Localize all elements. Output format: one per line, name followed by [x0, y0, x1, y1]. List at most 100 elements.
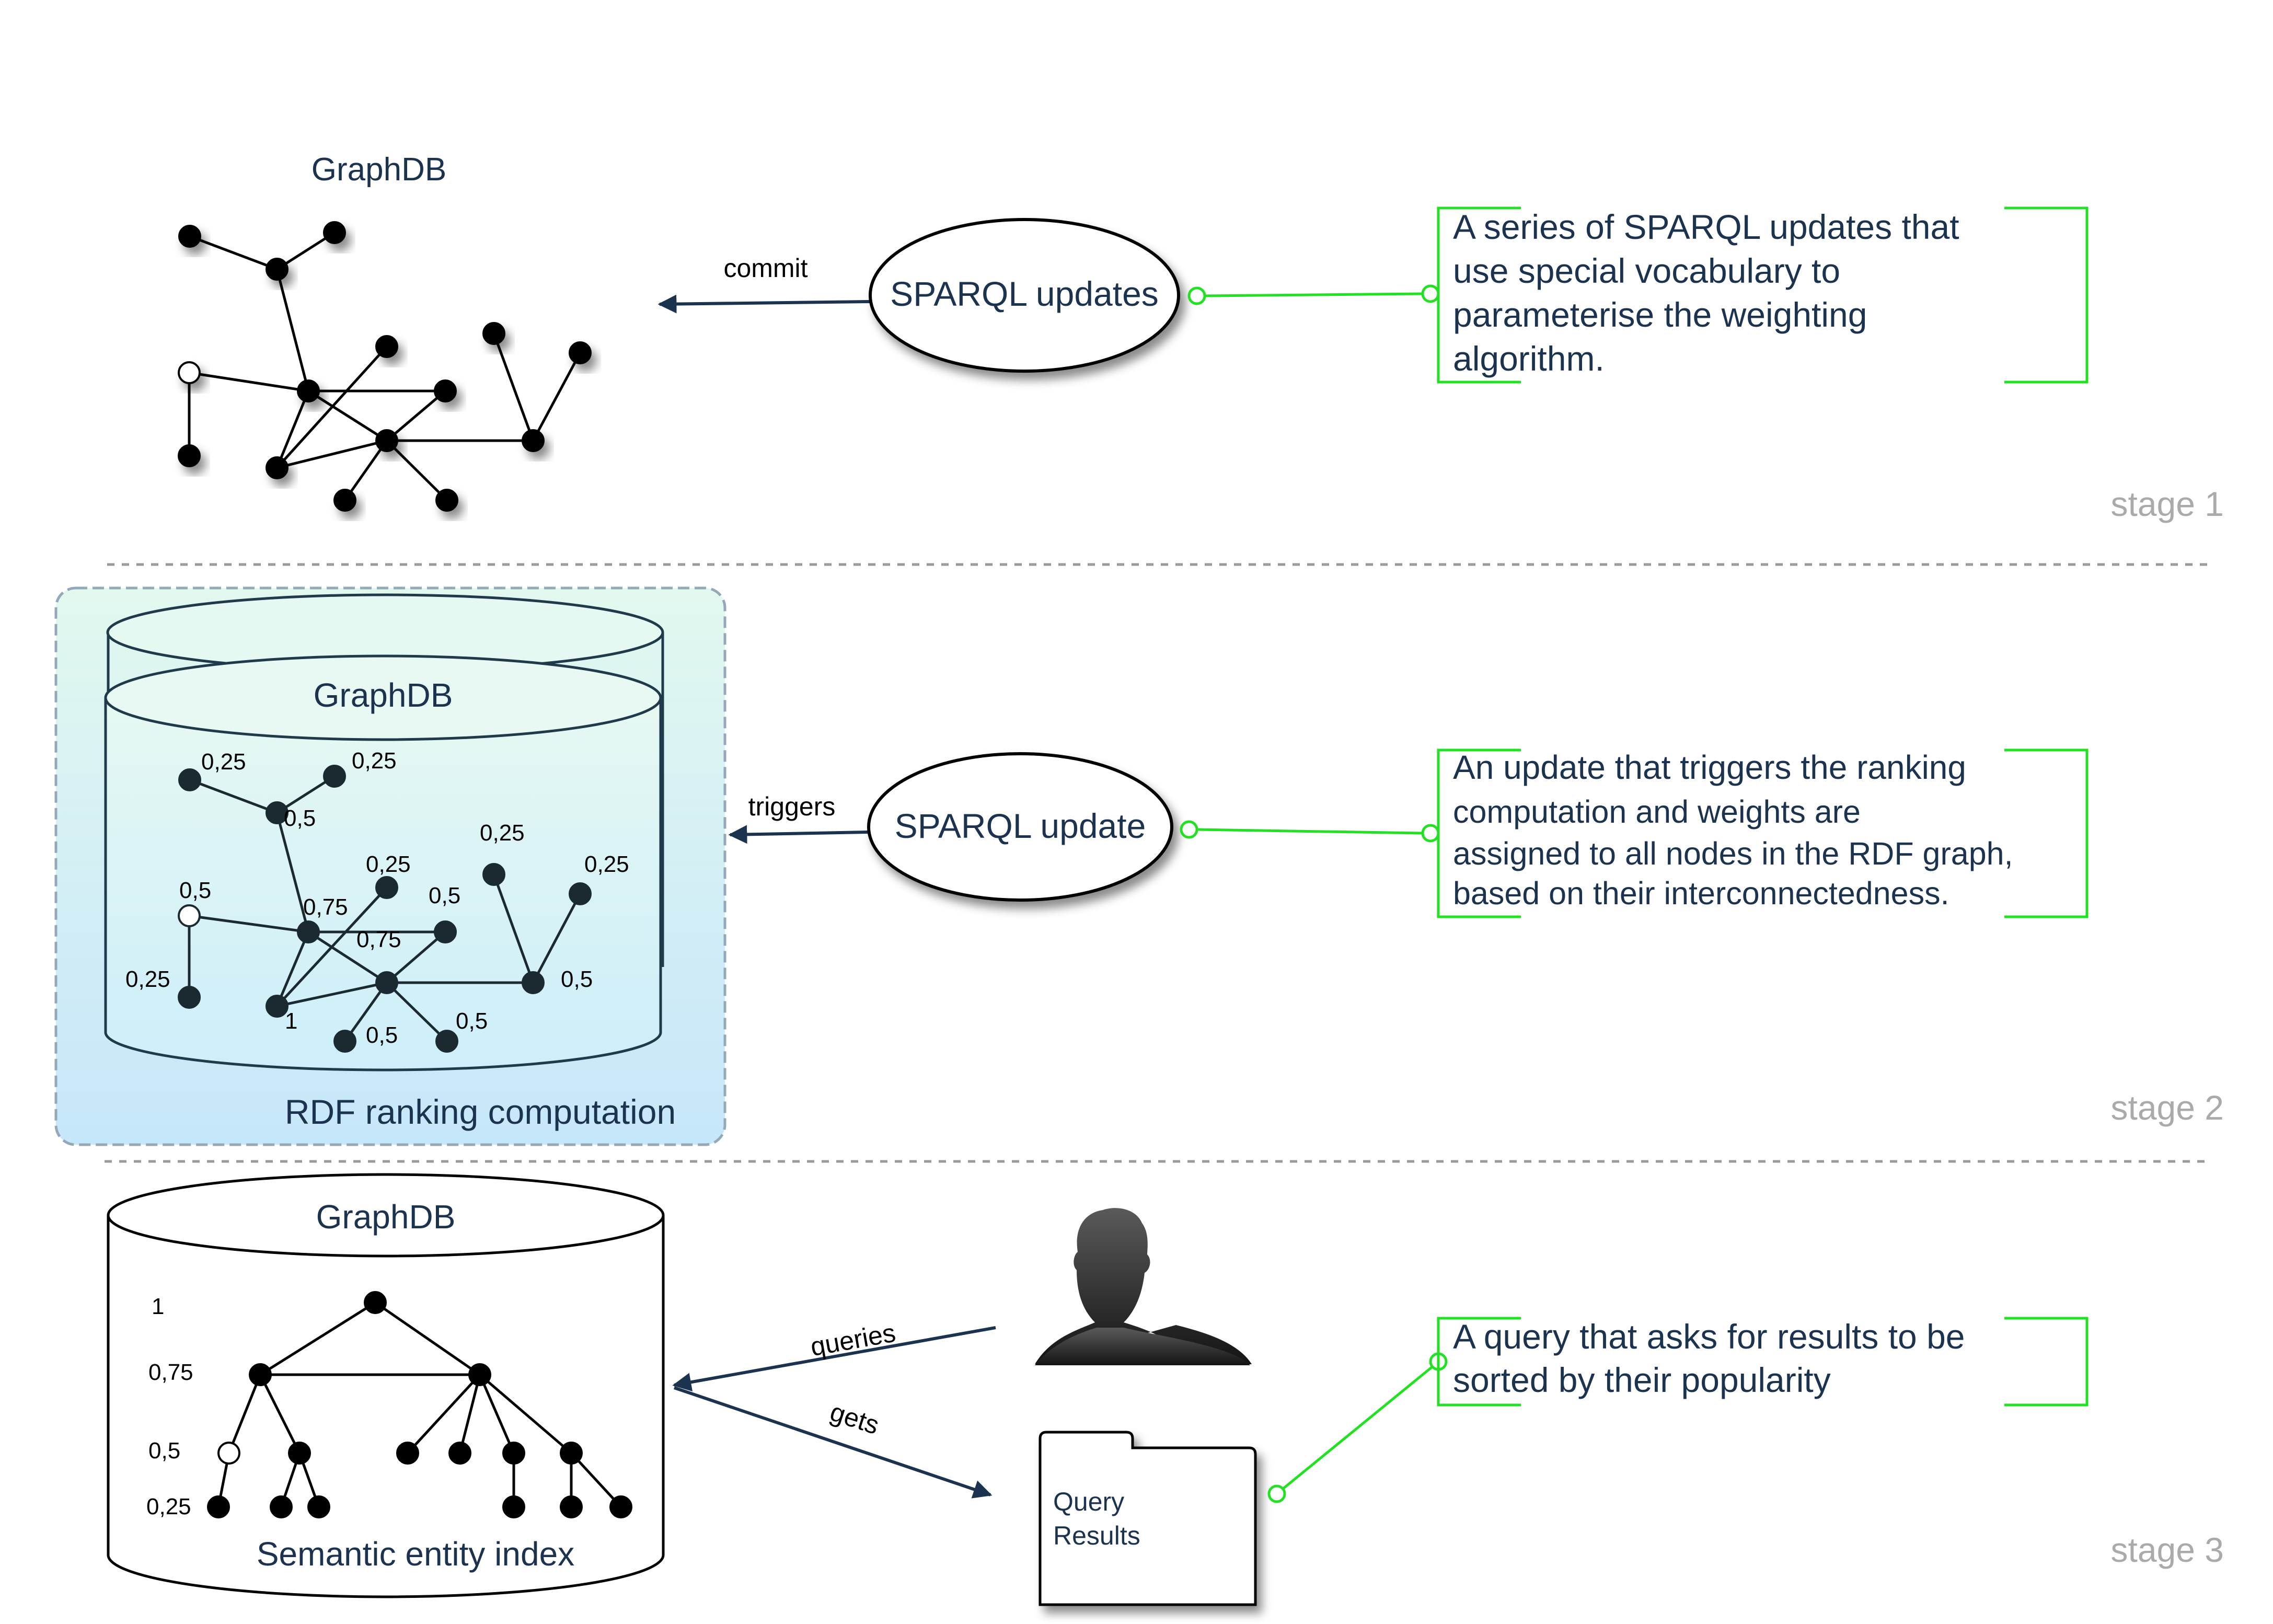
graph-edge: [386, 931, 446, 984]
sparql-update-ellipse[interactable]: [867, 752, 1173, 902]
graph-edge: [276, 439, 387, 469]
node-weight-label: 0,5: [284, 805, 316, 831]
node-weight-label: 0,25: [352, 748, 397, 774]
node-weight-label: 0,25: [201, 749, 246, 775]
stage1-note-line: algorithm.: [1453, 339, 1605, 378]
svg-text:A series of SPARQL updates tha: A series of SPARQL updates that use spec…: [1453, 208, 1969, 378]
node-weight-label: 0,5: [456, 1008, 488, 1034]
stage1-connector: [1187, 284, 1440, 305]
stage1-note-line: use special vocabulary to: [1453, 251, 1840, 290]
graph-edge: [276, 981, 387, 1008]
graph-node: [178, 225, 201, 248]
commit-label: commit: [723, 254, 807, 283]
tree-edge: [479, 1374, 572, 1454]
node-weight-label: 0,75: [303, 894, 348, 920]
svg-text:A query that asks for results: A query that asks for results to be sort…: [1453, 1317, 1975, 1399]
triggers-label: triggers: [748, 792, 836, 821]
tree-node: [468, 1363, 491, 1386]
tree-node: [307, 1495, 330, 1518]
graph-node: [297, 379, 320, 402]
stage1-note-line: A series of SPARQL updates that: [1453, 208, 1959, 246]
tree-node: [270, 1495, 293, 1518]
tree-node: [207, 1495, 230, 1518]
stage1-note-line: parameterise the weighting: [1453, 295, 1867, 334]
graph-node: [333, 1030, 356, 1053]
graph-node: [482, 863, 505, 886]
tree-edge: [374, 1301, 481, 1376]
stage3-note-line: sorted by their popularity: [1453, 1361, 1831, 1399]
tree-node: [288, 1442, 311, 1465]
sparql-update-label: SPARQL update: [895, 807, 1146, 845]
graph-edge: [492, 874, 535, 983]
graph-node: [266, 258, 289, 281]
stage3-section: GraphDB 1 0,75 0,5 0,25 Semantic entity …: [107, 1173, 2224, 1606]
tree-edge: [458, 1374, 481, 1454]
sparql-updates-ellipse[interactable]: [869, 218, 1180, 373]
graph-edge: [189, 371, 309, 393]
graph-edge: [189, 914, 309, 934]
tree-node: [502, 1442, 525, 1465]
folder-icon[interactable]: Query Results: [1039, 1431, 1257, 1606]
queries-arrow: [672, 1326, 996, 1392]
node-weight-label: 0,5: [561, 966, 593, 992]
stage2-note-line: assigned to all nodes in the RDF graph,: [1453, 836, 2013, 871]
graph-node: [375, 429, 398, 452]
graph-edge: [307, 389, 388, 442]
stage1-graph-title: GraphDB: [311, 152, 446, 188]
svg-text:Query Results: Query Results: [1053, 1487, 1140, 1550]
graph-node: [434, 920, 457, 943]
graph-edge: [386, 390, 446, 442]
stage3-db-caption: Semantic entity index: [257, 1535, 574, 1573]
graph-node: [178, 444, 201, 467]
graph-edge: [307, 930, 388, 984]
gets-label: gets: [827, 1397, 883, 1440]
node-weight-label: 0,25: [584, 851, 629, 877]
stage2-connector: [1180, 820, 1440, 843]
tree-node: [217, 1442, 240, 1465]
commit-arrow: [657, 294, 871, 314]
level-label: 0,75: [148, 1360, 193, 1385]
node-weight-label: 0,5: [179, 878, 211, 903]
graph-node: [522, 971, 545, 994]
graph-edge: [492, 333, 535, 441]
queries-label: queries: [808, 1318, 897, 1362]
stage1-graph: [178, 221, 592, 512]
graph-node: [375, 876, 398, 899]
tree-edge: [227, 1374, 262, 1454]
stage2-note-line: based on their interconnectedness.: [1453, 876, 1949, 911]
graph-node: [522, 429, 545, 452]
tree-node: [448, 1442, 471, 1465]
graph-edge: [189, 235, 278, 271]
graph-node: [482, 322, 505, 345]
node-weight-label: 0,25: [125, 966, 170, 992]
node-weight-label: 0,5: [366, 1022, 398, 1048]
stage3-database-cylinder: [107, 1173, 665, 1598]
graph-edge: [189, 778, 278, 814]
folder-label-line: Query: [1053, 1487, 1124, 1516]
triggers-arrow: [728, 825, 868, 844]
level-label: 1: [152, 1294, 164, 1319]
tree-node: [609, 1495, 632, 1518]
stage3-note: A query that asks for results to be sort…: [1437, 1317, 2089, 1407]
graph-node: [569, 882, 592, 905]
graph-node: [333, 489, 356, 512]
graph-edge: [386, 440, 448, 501]
tree-node: [364, 1291, 387, 1314]
graph-node: [435, 1030, 458, 1053]
graph-node: [178, 904, 201, 927]
graph-node: [266, 456, 289, 479]
graph-edge: [275, 812, 310, 932]
graph-node: [178, 361, 201, 384]
graph-edge: [275, 931, 310, 1007]
user-silhouette-icon: [1035, 1208, 1252, 1365]
graph-node: [375, 335, 398, 358]
graph-node: [266, 801, 289, 824]
tree-edge: [570, 1452, 622, 1508]
node-weight-label: 0,25: [480, 820, 525, 846]
ranking-panel-label: RDF ranking computation: [285, 1092, 676, 1131]
graph-edge: [275, 269, 310, 391]
node-weight-label: 1: [285, 1008, 297, 1034]
